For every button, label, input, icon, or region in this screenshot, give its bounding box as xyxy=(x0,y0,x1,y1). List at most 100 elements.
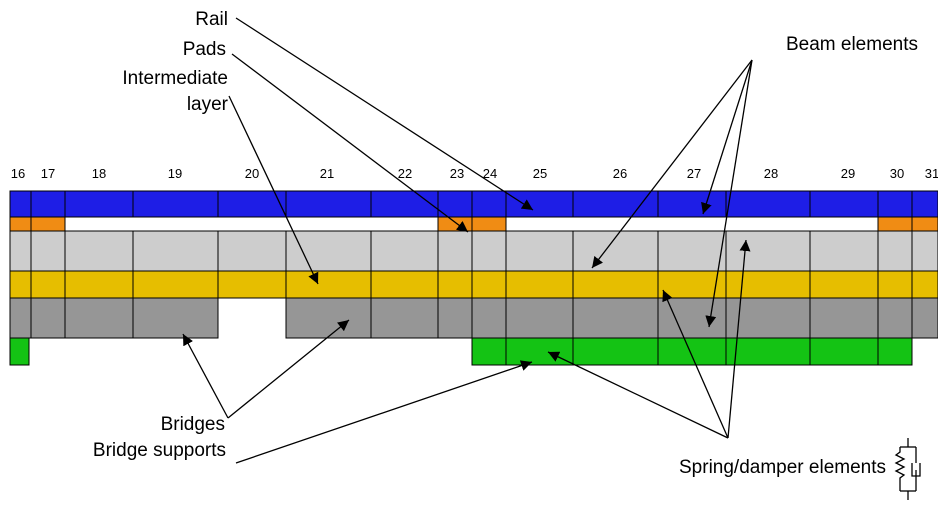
rail-label: Rail xyxy=(195,9,228,30)
annotation-labels: Rail Pads Intermediate layer Beam elemen… xyxy=(93,9,918,478)
bridge-support-layer xyxy=(9,337,913,366)
pads-arrow xyxy=(231,53,469,233)
annotation-arrows xyxy=(182,17,753,464)
rail-cell xyxy=(64,190,134,218)
rail-layer xyxy=(9,190,938,218)
spring-damper-icon xyxy=(894,438,921,500)
intermediate-cell xyxy=(725,270,811,299)
segment-labels: 16 17 18 19 20 21 22 23 24 25 26 27 28 2… xyxy=(11,166,938,181)
segment-label: 29 xyxy=(841,166,855,181)
intermediate-cell xyxy=(30,270,66,299)
segment-label: 18 xyxy=(92,166,106,181)
rail-cell xyxy=(572,190,659,218)
bridge-cell xyxy=(471,297,507,339)
bridges-arrow xyxy=(227,319,350,419)
beam-cell xyxy=(64,230,134,272)
intermediate-layer-label-line2: layer xyxy=(187,94,229,115)
bridge-support-cell xyxy=(809,337,879,366)
segment-label: 16 xyxy=(11,166,25,181)
pad-cell xyxy=(471,216,507,232)
rail-cell xyxy=(809,190,879,218)
segment-label: 24 xyxy=(483,166,497,181)
bridge-cell xyxy=(64,297,134,339)
rail-cell xyxy=(877,190,913,218)
bridge-cell xyxy=(877,297,913,339)
spring-damper-label: Spring/damper elements xyxy=(679,457,886,478)
bridge-cell xyxy=(572,297,659,339)
bridge-support-cell xyxy=(877,337,913,366)
bridge-support-cell xyxy=(471,337,507,366)
segment-label: 23 xyxy=(450,166,464,181)
bridge-cell xyxy=(725,297,811,339)
bridge-cell xyxy=(809,297,879,339)
rail-cell xyxy=(9,190,32,218)
bridge-cell xyxy=(370,297,439,339)
beam-cell xyxy=(132,230,219,272)
bridge-cell xyxy=(132,297,219,339)
beam-arrow xyxy=(591,59,753,269)
bridge-support-cell xyxy=(657,337,727,366)
intermediate-cell xyxy=(471,270,507,299)
rail-cell xyxy=(30,190,66,218)
intermediate-cell xyxy=(572,270,659,299)
rail-cell xyxy=(725,190,811,218)
beam-cell xyxy=(285,230,372,272)
rail-cell xyxy=(505,190,574,218)
segment-label: 30 xyxy=(890,166,904,181)
beam-cell xyxy=(471,230,507,272)
pad-cell xyxy=(911,216,938,232)
rail-cell xyxy=(285,190,372,218)
intermediate-cell xyxy=(370,270,439,299)
segment-label: 21 xyxy=(320,166,334,181)
intermediate-arrow xyxy=(228,95,319,285)
spring-damper-arrow xyxy=(547,351,729,439)
bridge-cell xyxy=(9,297,32,339)
intermediate-cell xyxy=(437,270,473,299)
intermediate-cell xyxy=(64,270,134,299)
rail-arrow xyxy=(235,17,534,211)
beam-layer xyxy=(9,230,938,272)
pads-label: Pads xyxy=(183,39,226,60)
pad-cell xyxy=(877,216,913,232)
intermediate-layer-label-line1: Intermediate xyxy=(122,68,228,89)
spring-damper-arrow xyxy=(662,289,729,439)
intermediate-cell xyxy=(285,270,372,299)
intermediate-cell xyxy=(877,270,913,299)
beam-cell xyxy=(505,230,574,272)
bridge-support-cell xyxy=(572,337,659,366)
beam-cell xyxy=(437,230,473,272)
segment-label: 31 xyxy=(925,166,938,181)
pad-cell xyxy=(9,216,32,232)
beam-arrow xyxy=(705,59,753,328)
beam-cell xyxy=(217,230,287,272)
rail-cell xyxy=(657,190,727,218)
bridges-arrow xyxy=(182,333,229,419)
beam-cell xyxy=(657,230,727,272)
bridge-support-cell xyxy=(725,337,811,366)
bridge-supports-label: Bridge supports xyxy=(93,440,226,461)
rail-cell xyxy=(370,190,439,218)
segment-label: 20 xyxy=(245,166,259,181)
bridge-layer xyxy=(9,297,938,339)
rail-cell xyxy=(911,190,938,218)
bridge-cell xyxy=(437,297,473,339)
bridge-cell xyxy=(911,297,938,339)
beam-cell xyxy=(809,230,879,272)
pad-layer xyxy=(9,216,938,232)
intermediate-layer xyxy=(9,270,938,299)
intermediate-cell xyxy=(911,270,938,299)
bridge-supports-arrow xyxy=(235,360,533,464)
intermediate-cell xyxy=(9,270,32,299)
beam-cell xyxy=(877,230,913,272)
intermediate-cell xyxy=(505,270,574,299)
segment-label: 26 xyxy=(613,166,627,181)
beam-cell xyxy=(725,230,811,272)
bridge-cell xyxy=(657,297,727,339)
intermediate-cell xyxy=(132,270,219,299)
segment-label: 17 xyxy=(41,166,55,181)
segment-label: 28 xyxy=(764,166,778,181)
pad-cell xyxy=(30,216,66,232)
segment-label: 22 xyxy=(398,166,412,181)
spring-damper-arrow xyxy=(727,239,751,439)
